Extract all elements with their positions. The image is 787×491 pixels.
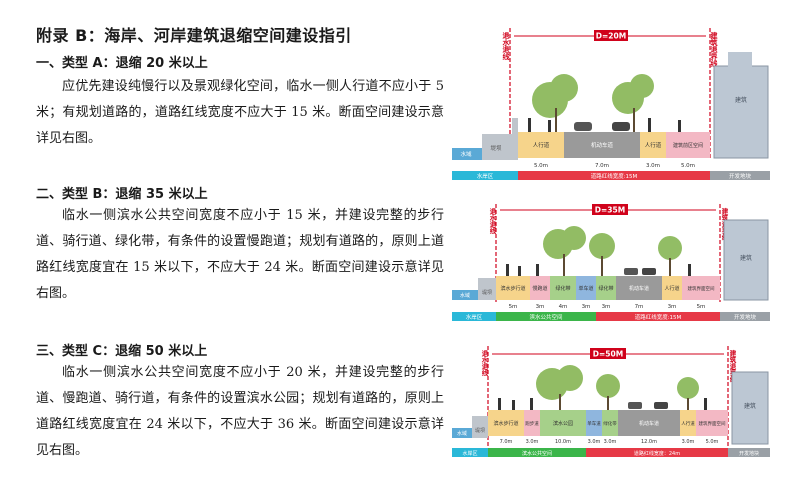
water-label: 水域 [457,430,467,437]
section-b-heading: 二、类型 B：退缩 35 米以上 [36,187,208,202]
zone-label: 人行道 [664,285,679,292]
zone-label: 建筑界面空间 [688,285,715,292]
zone-label: 跑步道 [525,420,539,427]
zone-bar-label: 道路红线宽度：24m [634,450,680,457]
zone-bar-label: 滨水公共空间 [529,313,562,321]
section-a-text: 应优先建设纯慢行以及景观绿化空间，临水一侧人行道不应小于 5 米；有规划道路的，… [36,79,444,146]
zone-bar-label: 开发地块 [739,450,759,457]
section-diagram-c: 退水退线 建筑退界线 D=50M 建筑 水域 堤坝 滨水步行道 跑步道 滨水公园… [452,342,772,466]
right-marker-label: 建筑退界线 [710,31,719,68]
zone-bar-label: 开发地块 [729,172,752,180]
section-a-heading: 一、类型 A：退缩 20 米以上 [36,56,208,71]
width-label: 4m [559,304,568,310]
section-c-text: 临水一侧滨水公共空间宽度不应小于 20 米，并建设完整的步行道、慢跑道、骑行道，… [36,365,444,458]
zone-label: 滨水步行道 [500,285,525,292]
width-label: 10.0m [555,439,571,445]
dimension-label: D=35M [595,206,625,215]
width-label: 3.0m [646,163,660,169]
water-label: 水域 [460,292,470,299]
zone-label: 人行道 [681,420,695,427]
zone-label: 慢跑道 [532,285,547,292]
embankment-label: 堤坝 [475,427,485,434]
zone-label: 建筑前区空间 [673,142,703,149]
zone-bar-label: 道路红线宽度:15M [591,172,638,180]
section-diagram-a: 退水退线 建筑退界线 D=20M 建筑 水域 堤坝 人行道 机动车道 人行道 建… [452,22,772,182]
building-label: 建筑 [744,402,756,410]
section-diagram-b: 退水退线 建筑退界线 D=35M 建筑 水域 堤坝 滨水步行道 慢跑道 绿化带 … [452,198,772,324]
width-label: 3.0m [588,439,601,445]
zone-label: 人行道 [533,141,550,149]
zone-bar-label: 开发地块 [734,313,757,321]
width-label: 12.0m [641,439,657,445]
zone-label: 建筑界面空间 [699,420,726,427]
zone-label: 单车道 [578,285,593,292]
width-label: 3m [536,304,545,310]
width-label: 3.0m [604,439,617,445]
dimension-label: D=20M [596,32,626,41]
embankment-label: 堤坝 [490,144,502,152]
width-label: 7.0m [595,163,609,169]
width-label: 3m [668,304,677,310]
left-marker-label: 退水退线 [502,31,511,61]
width-label: 5m [509,304,518,310]
right-marker-label: 建筑退界线 [728,349,737,384]
water-label: 水域 [460,150,472,158]
zone-bar-label: 水岸区 [462,450,477,457]
zone-label: 人行道 [645,141,662,149]
zone-bar-label: 水岸区 [466,313,483,321]
zone-label: 绿化带 [555,285,570,292]
left-marker-label: 退水退线 [488,207,496,236]
width-label: 5m [697,304,706,310]
zone-label: 绿化带 [603,420,617,427]
width-label: 3m [602,304,611,310]
zone-label: 滨水公园 [553,420,573,427]
left-marker-label: 退水退线 [480,349,488,378]
embankment-label: 堤坝 [482,289,492,296]
zone-label: 绿化带 [598,285,613,292]
zone-label: 机动车道 [591,141,614,149]
width-label: 3.0m [682,439,695,445]
width-label: 3m [582,304,591,310]
section-b-text: 临水一侧滨水公共空间宽度不应小于 15 米，并建设完整的步行道、骑行道、绿化带，… [36,208,444,301]
building-label: 建筑 [735,96,747,104]
section-c-heading: 三、类型 C：退缩 50 米以上 [36,344,208,359]
zone-label: 机动车道 [639,420,659,427]
width-label: 7.0m [500,439,513,445]
zone-bar-label: 道路红线宽度:15M [635,313,682,321]
zone-bar-label: 滨水公共空间 [522,450,552,457]
width-label: 7m [635,304,644,310]
zone-bar-label: 水岸区 [477,172,494,180]
zone-label: 滨水步行道 [493,420,518,427]
building-label: 建筑 [740,254,752,262]
zone-label: 机动车道 [629,285,649,292]
width-label: 5.0m [706,439,719,445]
width-label: 5.0m [681,163,695,169]
dimension-label: D=50M [593,350,623,359]
width-label: 5.0m [534,163,548,169]
page-title: 附录 B：海岸、河岸建筑退缩空间建设指引 [36,26,352,45]
width-label: 3.0m [526,439,539,445]
zone-label: 单车道 [587,420,601,427]
